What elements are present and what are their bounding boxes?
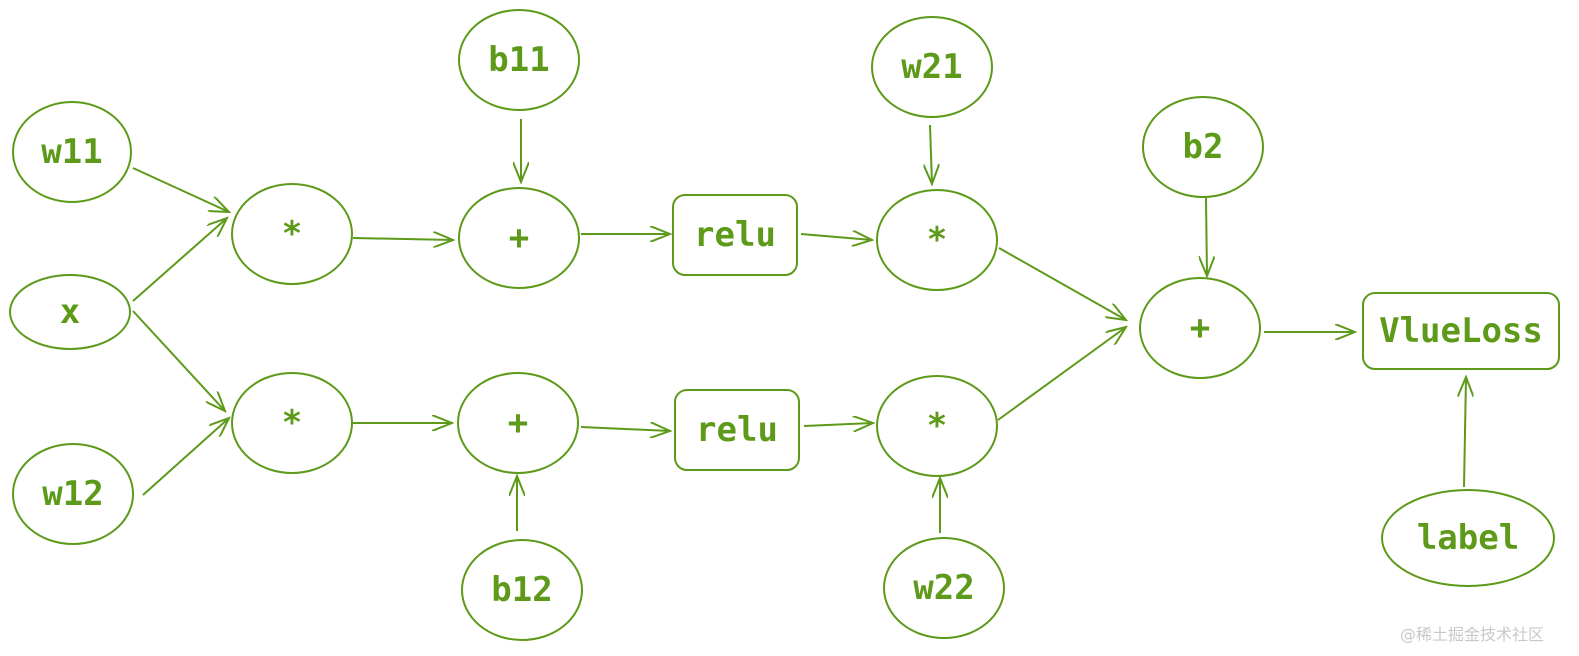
node-w21: w21 (871, 16, 993, 118)
node-b11-ellipse (458, 9, 580, 111)
node-w22: w22 (883, 537, 1005, 639)
node-relu1-box (672, 194, 798, 276)
watermark: @稀土掘金技术社区 (1400, 625, 1544, 644)
node-w22-label: w22 (913, 568, 974, 608)
node-mul1-label: * (282, 214, 302, 254)
node-b11-label: b11 (488, 40, 549, 80)
node-add3-label: + (1190, 308, 1210, 348)
node-add1-ellipse (458, 187, 580, 289)
node-add2-ellipse (457, 372, 579, 474)
node-mul4-label: * (927, 406, 947, 446)
node-w11-label: w11 (41, 132, 102, 172)
node-w21-ellipse (871, 16, 993, 118)
node-w11: w11 (12, 101, 132, 203)
node-x-label: x (60, 292, 80, 332)
node-relu2: relu (674, 389, 800, 471)
node-b2-label: b2 (1183, 127, 1224, 167)
edge-x-to-mul2 (132, 310, 225, 411)
node-add2: + (457, 372, 579, 474)
node-mul2-label: * (282, 403, 302, 443)
edge-mul1-to-add1 (352, 238, 453, 240)
edge-relu2-to-mul4 (803, 423, 873, 426)
node-b12-label: b12 (491, 570, 552, 610)
edge-w21-to-mul3 (930, 124, 932, 184)
node-b2: b2 (1142, 96, 1264, 198)
node-mul3-ellipse (876, 189, 998, 291)
node-label-ellipse (1381, 489, 1555, 587)
node-w12-ellipse (12, 443, 134, 545)
node-w21-label: w21 (901, 47, 962, 87)
edge-b2-to-add3 (1206, 197, 1207, 276)
edge-label-to-loss (1464, 377, 1466, 488)
node-mul2-ellipse (231, 372, 353, 474)
node-loss-label: VlueLoss (1379, 311, 1543, 351)
node-add3-ellipse (1139, 277, 1261, 379)
node-mul1: * (231, 183, 353, 285)
edge-mul3-to-add3 (998, 247, 1126, 320)
node-add1: + (458, 187, 580, 289)
node-mul3: * (876, 189, 998, 291)
edge-w11-to-mul1 (132, 167, 229, 212)
node-mul2: * (231, 372, 353, 474)
node-w11-ellipse (12, 101, 132, 203)
edges-layer (132, 119, 1466, 533)
node-add2-label: + (508, 403, 528, 443)
node-b11: b11 (458, 9, 580, 111)
node-x-ellipse (9, 274, 131, 350)
node-w12-label: w12 (42, 474, 103, 514)
node-mul3-label: * (927, 220, 947, 260)
node-mul4-ellipse (876, 375, 998, 477)
nodes-layer: w11 x w12 * * b11 b12 + + relu relu w21 w22 * * b2 + Vlue… (9, 9, 1560, 641)
node-label-label: label (1417, 518, 1519, 558)
node-relu2-label: relu (696, 410, 778, 450)
edge-mul4-to-add3 (997, 327, 1126, 421)
node-mul1-ellipse (231, 183, 353, 285)
edge-add2-to-relu2 (580, 427, 670, 431)
node-add3: + (1139, 277, 1261, 379)
edge-w12-to-mul2 (142, 418, 229, 496)
node-loss-box (1362, 292, 1560, 370)
node-label: label (1381, 489, 1555, 587)
node-add1-label: + (509, 218, 529, 258)
edge-relu1-to-mul3 (800, 234, 872, 240)
node-relu2-box (674, 389, 800, 471)
node-b12-ellipse (461, 539, 583, 641)
node-b12: b12 (461, 539, 583, 641)
node-loss: VlueLoss (1362, 292, 1560, 370)
edge-x-to-mul1 (132, 218, 227, 302)
node-relu1-label: relu (694, 215, 776, 255)
node-b2-ellipse (1142, 96, 1264, 198)
node-relu1: relu (672, 194, 798, 276)
node-w22-ellipse (883, 537, 1005, 639)
node-w12: w12 (12, 443, 134, 545)
node-mul4: * (876, 375, 998, 477)
node-x: x (9, 274, 131, 350)
